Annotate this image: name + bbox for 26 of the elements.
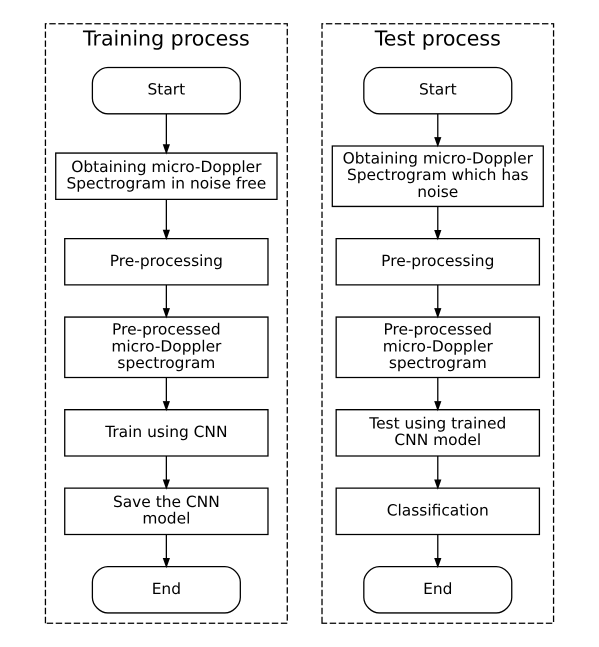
node-box: End xyxy=(363,566,512,614)
arrow xyxy=(434,114,442,148)
node-box: Pre-processed micro-Doppler spectrogram xyxy=(336,316,540,378)
node-box: Pre-processed micro-Doppler spectrogram xyxy=(64,316,269,378)
arrow xyxy=(434,206,442,240)
arrow xyxy=(162,378,170,412)
node-box: Save the CNN model xyxy=(64,488,269,536)
node-box: Pre-processing xyxy=(64,238,269,286)
node-box: Pre-processing xyxy=(336,238,540,286)
node-box: End xyxy=(92,566,241,614)
arrow xyxy=(434,456,442,490)
arrow xyxy=(434,534,442,568)
node-box: Train using CNN xyxy=(64,409,269,457)
arrow xyxy=(162,456,170,490)
arrow xyxy=(434,285,442,318)
arrow xyxy=(162,285,170,318)
arrow xyxy=(162,534,170,568)
node-box: Test using trained CNN model xyxy=(336,409,540,457)
arrow xyxy=(434,378,442,412)
node-box: Obtaining micro-Doppler Spectrogram which has noise xyxy=(332,145,544,208)
node-box: Classification xyxy=(336,488,540,536)
node-box: Obtaining micro-Doppler Spectrogram in noise free xyxy=(55,152,278,200)
arrow xyxy=(162,200,170,240)
node-box: Start xyxy=(92,66,241,114)
node-box: Start xyxy=(363,66,512,114)
arrow xyxy=(162,114,170,155)
